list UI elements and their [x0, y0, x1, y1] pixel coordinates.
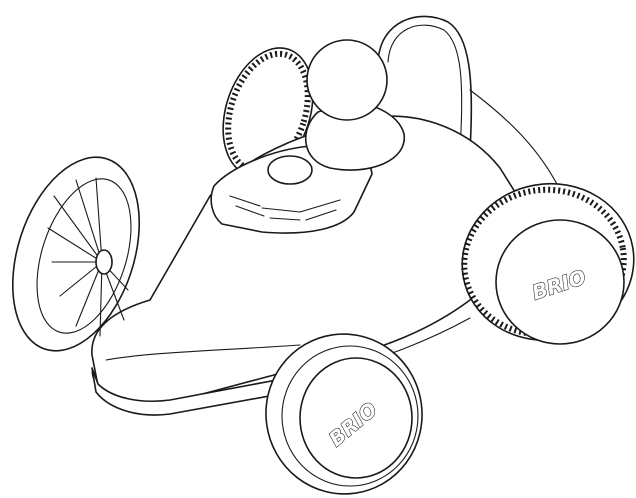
car-body [91, 115, 521, 416]
driver-ball [305, 39, 405, 171]
rear-right-wheel: BRIO [461, 182, 635, 345]
front-left-wheel [11, 156, 141, 352]
front-right-wheel: BRIO [265, 333, 423, 495]
rear-left-wheel [222, 47, 314, 177]
